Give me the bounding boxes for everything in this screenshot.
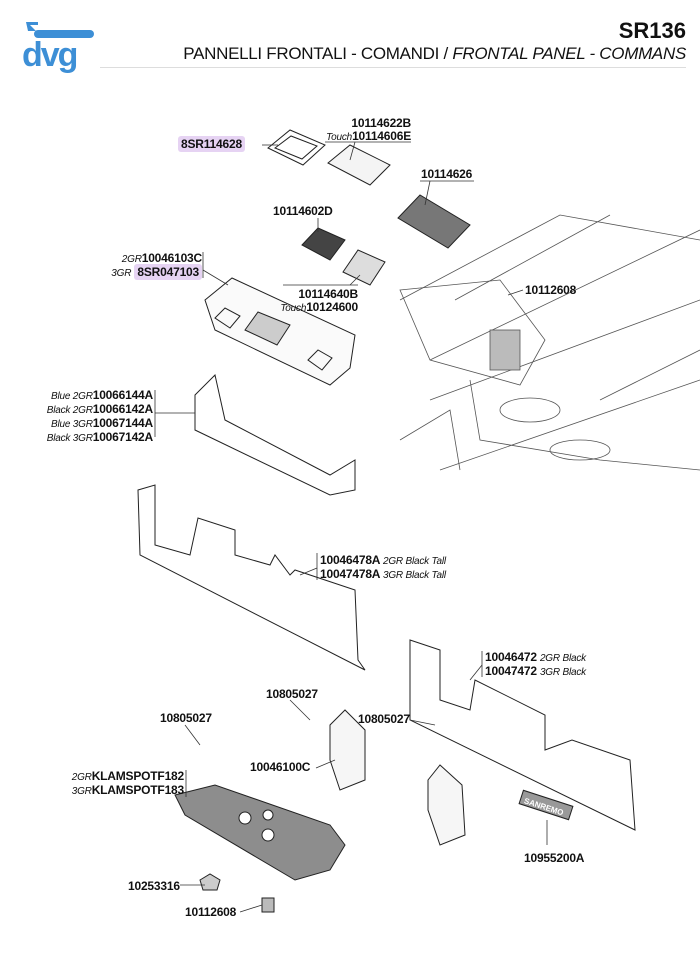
tall-back-plate bbox=[137, 484, 366, 671]
part-number: 8SR114628 bbox=[178, 136, 245, 152]
part-number: 10066142A bbox=[92, 402, 153, 416]
part-label-10114602D[interactable]: 10114602D bbox=[273, 204, 333, 218]
part-label-10114640B[interactable]: 10114640B Touch10124600 bbox=[280, 288, 358, 315]
variant-prefix: 3GR bbox=[71, 786, 92, 797]
variant-suffix: 2GR Black bbox=[539, 653, 586, 664]
panel-housing bbox=[194, 374, 356, 496]
part-number: 10046472 bbox=[485, 650, 537, 664]
part-label-10112608[interactable]: 10112608 bbox=[525, 283, 577, 297]
part-label-10955200A[interactable]: 10955200A bbox=[524, 851, 585, 865]
variant-prefix: Touch bbox=[280, 303, 307, 314]
variant-prefix: 3GR bbox=[111, 268, 132, 279]
title-italian: PANNELLI FRONTALI - COMANDI bbox=[183, 44, 440, 63]
part-number: 8SR047103 bbox=[134, 264, 202, 280]
foot bbox=[199, 873, 221, 891]
part-number: 10046478A bbox=[320, 553, 380, 567]
variant-prefix: Black 2GR bbox=[46, 405, 93, 416]
header-divider bbox=[100, 67, 686, 68]
part-label-10114626[interactable]: 10114626 bbox=[421, 167, 473, 181]
part-number: 10114640B bbox=[298, 287, 358, 301]
part-number: 10047472 bbox=[485, 664, 537, 678]
dvg-logo-icon bbox=[26, 22, 94, 38]
sanremo-badge bbox=[518, 789, 574, 821]
part-number: 10066144A bbox=[92, 388, 153, 402]
part-number: 10124600 bbox=[306, 300, 358, 314]
part-number: 10046103C bbox=[141, 251, 202, 265]
part-number: 10067144A bbox=[92, 416, 153, 430]
variant-prefix: Blue 3GR bbox=[50, 419, 93, 430]
variant-suffix: 2GR Black Tall bbox=[382, 556, 446, 567]
variant-prefix: 2GR bbox=[121, 254, 142, 265]
part-label-10805027[interactable]: 10805027 bbox=[358, 712, 410, 726]
variant-suffix: 3GR Black Tall bbox=[382, 570, 446, 581]
part-number: 10047478A bbox=[320, 567, 380, 581]
keypad bbox=[301, 227, 346, 261]
variant-prefix: 2GR bbox=[71, 772, 92, 783]
lower-back-plate bbox=[409, 639, 636, 831]
variant-suffix: 3GR Black bbox=[539, 667, 586, 678]
variant-prefix: Touch bbox=[326, 132, 353, 143]
display-module bbox=[327, 144, 391, 186]
variant-prefix: Black 3GR bbox=[46, 433, 93, 444]
display-frame bbox=[267, 129, 326, 166]
part-label-housing-variants[interactable]: Blue 2GR10066144A Black 2GR10066142A Blu… bbox=[47, 389, 153, 445]
part-label-10805027[interactable]: 10805027 bbox=[160, 711, 212, 725]
drip-tray-support bbox=[174, 784, 346, 881]
part-label-10805027[interactable]: 10805027 bbox=[266, 687, 318, 701]
title-english: FRONTAL PANEL - COMMANS bbox=[452, 44, 686, 63]
dark-cover bbox=[397, 194, 471, 249]
part-label-10046100C[interactable]: 10046100C bbox=[250, 760, 311, 774]
title-separator: / bbox=[439, 44, 453, 63]
part-label-10114622B[interactable]: 10114622B Touch10114606E bbox=[326, 117, 411, 144]
part-number: 10114622B bbox=[351, 116, 411, 130]
part-number: 10067142A bbox=[92, 430, 153, 444]
part-label-10253316[interactable]: 10253316 bbox=[128, 879, 180, 893]
machine-frame bbox=[399, 214, 700, 471]
part-label-8SR114628[interactable]: 8SR114628 bbox=[178, 136, 245, 152]
part-number: 10114606E bbox=[352, 129, 411, 143]
brand-logo-text: dvg bbox=[22, 36, 78, 74]
model-code: SR136 bbox=[618, 18, 686, 43]
bracket bbox=[427, 764, 466, 846]
keypad-board bbox=[342, 249, 386, 286]
part-label-10046103C[interactable]: 2GR10046103C 3GR 8SR047103 bbox=[111, 252, 202, 280]
part-number: KLAMSPOTF183 bbox=[91, 783, 184, 797]
part-label-10112608[interactable]: 10112608 bbox=[185, 905, 237, 919]
variant-prefix: Blue 2GR bbox=[50, 391, 93, 402]
part-label-klamspot[interactable]: 2GRKLAMSPOTF182 3GRKLAMSPOTF183 bbox=[72, 770, 184, 798]
part-number: KLAMSPOTF182 bbox=[91, 769, 184, 783]
bracket bbox=[329, 709, 366, 791]
foot bbox=[261, 897, 275, 913]
page-title: PANNELLI FRONTALI - COMANDI / FRONTAL PA… bbox=[183, 44, 686, 64]
